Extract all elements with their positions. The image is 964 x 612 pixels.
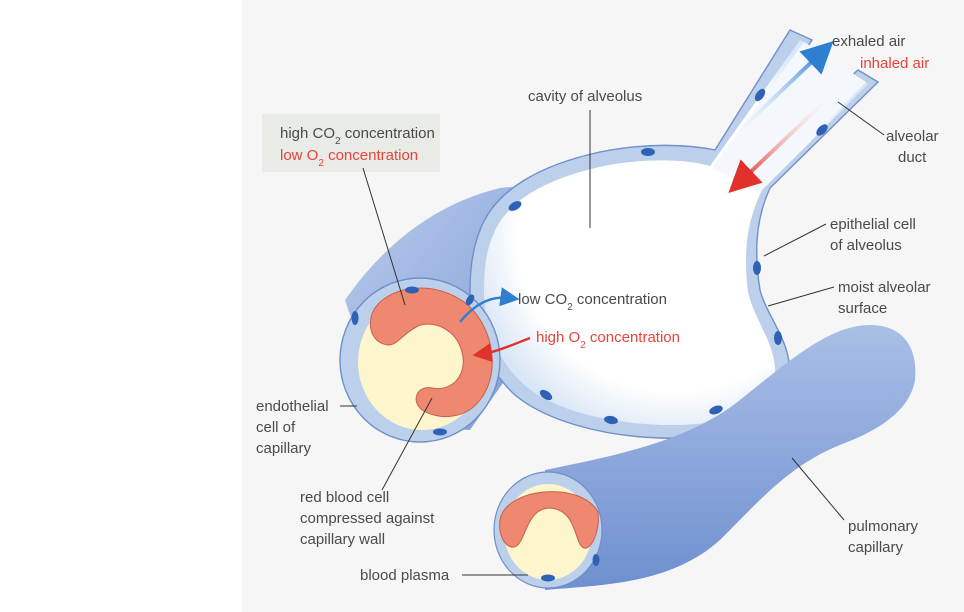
rbc-label-3: capillary wall bbox=[300, 531, 385, 548]
pulmonary-nuclei bbox=[541, 554, 600, 582]
blood-concentration-box bbox=[262, 114, 440, 172]
high-o2-label: high O2 concentration bbox=[536, 329, 680, 351]
epithelial-label-2: of alveolus bbox=[830, 237, 902, 254]
endothelial-label-2: cell of bbox=[256, 419, 296, 436]
rbc-label-2: compressed against bbox=[300, 510, 435, 527]
low-co2-label: low CO2 concentration bbox=[518, 291, 667, 313]
pulmonary-capillary-tube bbox=[545, 325, 916, 590]
endothelial-label-1: endothelial bbox=[256, 398, 329, 415]
exhaled-air-label: exhaled air bbox=[832, 33, 905, 50]
pulmonary-label-2: capillary bbox=[848, 539, 904, 556]
high-co2-label: high CO2 concentration bbox=[280, 125, 435, 147]
epithelial-label-1: epithelial cell bbox=[830, 216, 916, 233]
inhaled-air-label: inhaled air bbox=[860, 55, 929, 72]
o2-diffusion-arrow bbox=[472, 336, 531, 363]
duct-lumen bbox=[712, 42, 866, 192]
inhaled-air-arrow bbox=[728, 90, 837, 194]
rbc-label-1: red blood cell bbox=[300, 489, 389, 506]
alveolar-duct-label-1: alveolar bbox=[886, 128, 939, 145]
cavity-label: cavity of alveolus bbox=[528, 88, 642, 105]
exhaled-air-arrow bbox=[728, 40, 834, 142]
endothelial-label-3: capillary bbox=[256, 440, 312, 457]
alveolus-cavity bbox=[484, 40, 868, 426]
moist-surface-label-1: moist alveolar bbox=[838, 279, 931, 296]
blood-plasma-label: blood plasma bbox=[360, 567, 450, 584]
low-o2-label: low O2 concentration bbox=[280, 147, 418, 169]
endothelial-nuclei bbox=[351, 286, 475, 436]
pulmonary-label-1: pulmonary bbox=[848, 518, 919, 535]
pulmonary-rbc bbox=[499, 491, 599, 549]
moist-surface-label-2: surface bbox=[838, 300, 887, 317]
leader-lines bbox=[340, 101, 885, 576]
alveolar-duct-label-2: duct bbox=[898, 149, 927, 166]
epithelial-nuclei bbox=[508, 88, 828, 425]
co2-diffusion-arrow bbox=[459, 287, 520, 323]
